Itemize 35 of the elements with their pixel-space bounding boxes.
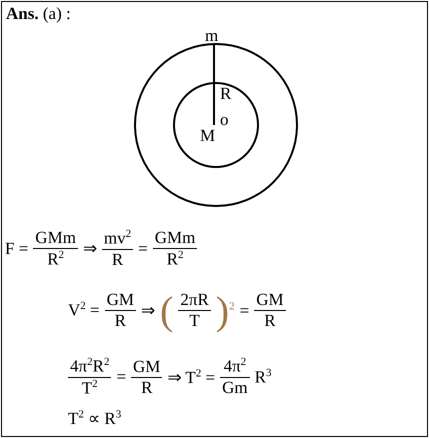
answer-heading: Ans. (a) : bbox=[6, 4, 71, 24]
parenthesis: )$^{2}$ bbox=[216, 290, 235, 330]
fraction-numerator: 4π$^{2}$R$^{2}$ bbox=[69, 356, 110, 377]
fraction-numerator: GMm bbox=[34, 228, 77, 248]
equation-text: ⇒ bbox=[141, 300, 156, 321]
mass-label: M bbox=[200, 126, 216, 146]
fraction-denominator: R$^{2}$ bbox=[33, 248, 78, 270]
radius-label: R bbox=[220, 84, 232, 104]
fraction-numerator: GM bbox=[132, 356, 162, 377]
equation-text: = bbox=[240, 300, 250, 320]
fraction-numerator: GM bbox=[255, 290, 285, 310]
fraction-denominator: R bbox=[131, 376, 162, 398]
equation-text: T$^{2}$ ∝ R$^{3}$ bbox=[68, 408, 122, 429]
fraction-denominator: R bbox=[102, 248, 134, 270]
fraction-numerator: GMm bbox=[154, 228, 196, 248]
fraction-denominator: T bbox=[178, 310, 211, 331]
equation-text: F = bbox=[5, 238, 28, 259]
fraction-numerator: 4π$^{2}$ bbox=[222, 356, 248, 377]
equation-text: ⇒ bbox=[82, 238, 97, 260]
fraction-numerator: mv$^{2}$ bbox=[102, 228, 132, 249]
fraction-denominator: R bbox=[104, 310, 136, 331]
center-label: o bbox=[220, 110, 228, 130]
fraction-numerator: GM bbox=[106, 290, 136, 310]
fraction-numerator: 2πR bbox=[179, 290, 210, 310]
fraction-denominator: T$^{2}$ bbox=[68, 376, 112, 398]
fraction-denominator: R$^{2}$ bbox=[152, 248, 198, 270]
parenthesis: ( bbox=[160, 290, 174, 330]
equation-text: R$^{3}$ bbox=[254, 366, 272, 388]
equation-text: = bbox=[116, 367, 126, 388]
fraction-denominator: Gm bbox=[220, 376, 250, 398]
fraction-denominator: R bbox=[254, 310, 286, 331]
equation-text: ⇒ T$^{2}$ = bbox=[167, 366, 216, 388]
mass-label: m bbox=[205, 26, 218, 46]
equation-text: V$^{2}$ = bbox=[68, 300, 100, 321]
equation-text: = bbox=[138, 238, 148, 259]
